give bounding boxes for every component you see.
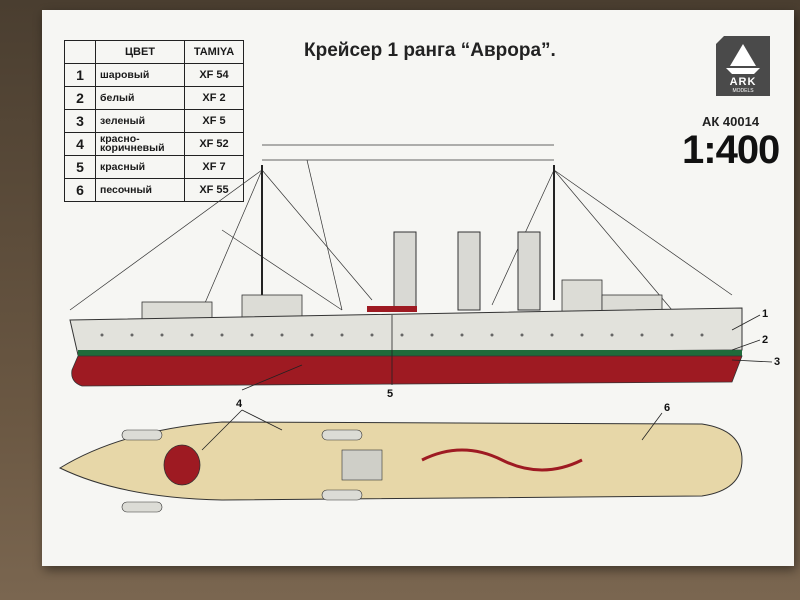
paint-code: XF 5 <box>184 109 244 133</box>
paint-name: зеленый <box>95 109 185 133</box>
instruction-card: ЦВЕТ TAMIYA 1 шаровый XF 54 2 белый XF 2… <box>42 10 794 566</box>
deck-red-detail <box>163 444 201 486</box>
red-deck-detail <box>367 306 417 312</box>
paint-table: ЦВЕТ TAMIYA 1 шаровый XF 54 2 белый XF 2… <box>64 40 244 202</box>
masts <box>261 165 555 310</box>
callout-3: 3 <box>774 356 781 368</box>
paint-name: песочный <box>95 178 185 202</box>
callout-2: 2 <box>762 334 769 346</box>
paint-row: 2 белый XF 2 <box>64 86 244 110</box>
paint-row: 4 красно- коричневый XF 52 <box>64 132 244 156</box>
paint-row: 3 зеленый XF 5 <box>64 109 244 133</box>
scale-label: 1:400 <box>682 128 780 172</box>
paint-name: красно- коричневый <box>95 132 185 156</box>
deck-red-pipe <box>421 448 583 472</box>
deck-hatch <box>341 449 383 481</box>
paint-code: XF 2 <box>184 86 244 110</box>
brand-name: ARK <box>729 76 757 88</box>
callout-6: 6 <box>664 402 671 414</box>
paint-row: 6 песочный XF 55 <box>64 178 244 202</box>
brand-sub: MODELS <box>732 88 754 94</box>
ship-drawing <box>58 144 773 513</box>
callout-5: 5 <box>387 388 394 400</box>
portholes <box>100 333 704 337</box>
callout-4: 4 <box>236 398 243 410</box>
hull-red <box>71 355 743 387</box>
lifeboats <box>121 429 363 513</box>
funnels <box>393 231 541 311</box>
paint-number: 5 <box>64 155 96 179</box>
article-number: АК 40014 <box>702 114 760 129</box>
deck-plan <box>58 421 743 501</box>
ship-logo-icon <box>716 36 770 96</box>
callout-1: 1 <box>762 308 769 320</box>
card-title: Крейсер 1 ранга “Аврора”. <box>304 40 556 61</box>
paint-name: белый <box>95 86 185 110</box>
ark-logo: ARK MODELS <box>716 36 770 96</box>
waterline-green <box>78 350 742 356</box>
paint-code: XF 52 <box>184 132 244 156</box>
callout-lines <box>201 314 773 451</box>
paint-number: 1 <box>64 63 96 87</box>
paint-number: 6 <box>64 178 96 202</box>
